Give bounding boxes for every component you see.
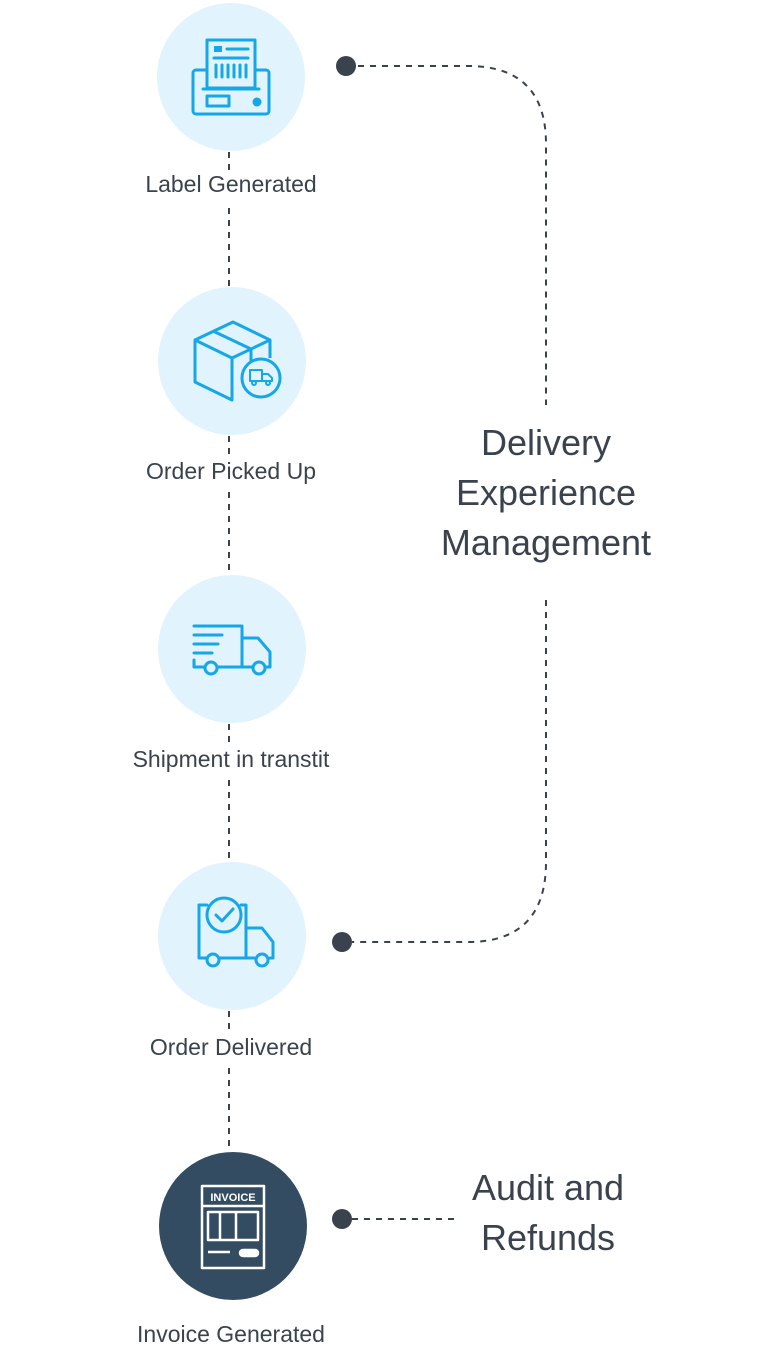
truck-check-icon (197, 896, 275, 968)
delivery-bracket-top (358, 65, 547, 405)
invoice-icon-text: INVOICE (210, 1192, 255, 1204)
step-label-3: Shipment in transtit (132, 746, 330, 772)
delivery-group-line-1: Delivery (480, 422, 612, 463)
step-circle-5 (159, 1152, 307, 1300)
delivery-bracket-bottom-dot (332, 932, 352, 952)
step-circle-3 (158, 575, 306, 723)
delivery-bracket (352, 65, 547, 1220)
delivery-group-label: Delivery Experience Management (416, 418, 676, 568)
step-label-2: Order Picked Up (145, 458, 316, 484)
delivery-bracket-top-dot (336, 56, 356, 76)
label-printer-icon (191, 38, 271, 116)
delivery-group-line-2: Experience (455, 472, 637, 513)
audit-group-label: Audit and Refunds (448, 1163, 648, 1263)
package-box-icon (193, 320, 282, 402)
invoice-icon (200, 1184, 266, 1270)
delivery-truck-icon (192, 624, 272, 676)
delivery-group-line-3: Management (440, 522, 652, 563)
audit-group-line-1: Audit and (471, 1167, 625, 1208)
delivery-bracket-bottom (352, 600, 547, 943)
step-label-5: Invoice Generated (137, 1321, 325, 1347)
audit-dot (332, 1209, 352, 1229)
step-label-4: Order Delivered (149, 1034, 313, 1060)
audit-group-line-2: Refunds (480, 1217, 616, 1258)
step-label-1: Label Generated (145, 171, 317, 197)
step-circle-4 (158, 862, 306, 1010)
